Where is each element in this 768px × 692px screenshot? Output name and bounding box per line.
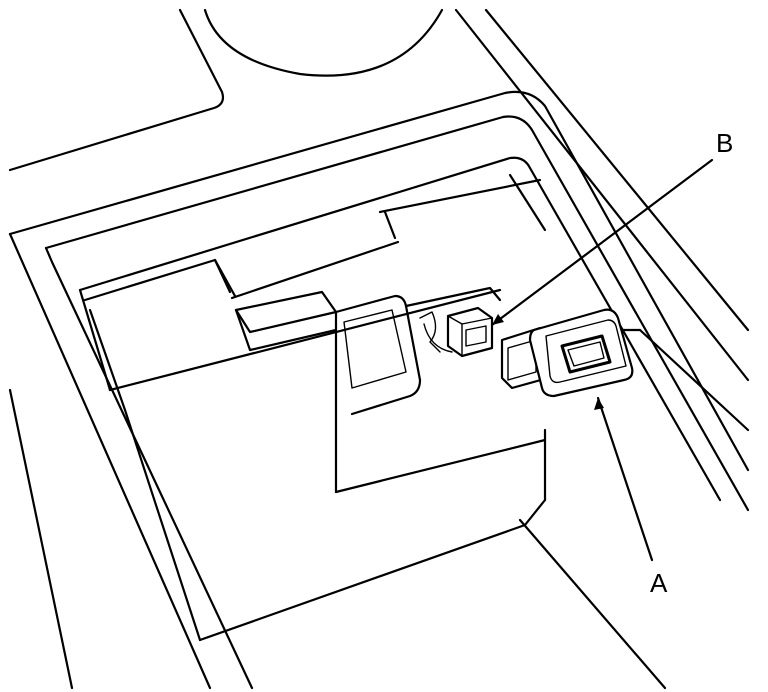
callout-label-a: A — [650, 568, 668, 598]
tray-opening — [78, 156, 722, 690]
connector-b — [419, 306, 494, 358]
switch-a — [500, 308, 634, 398]
callout-label-b: B — [716, 128, 734, 158]
leader-lines — [490, 158, 714, 562]
cup-holder-area — [8, 8, 750, 382]
inner-panel — [234, 286, 547, 494]
console-frame — [8, 90, 750, 690]
